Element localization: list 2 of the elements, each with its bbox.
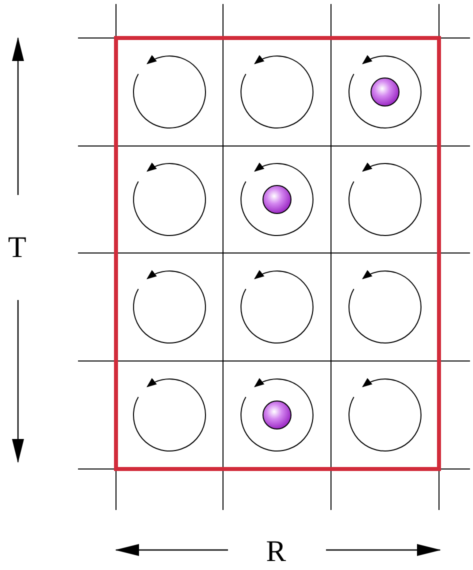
axis-label: R: [266, 537, 286, 567]
axis-label: T: [8, 233, 26, 263]
